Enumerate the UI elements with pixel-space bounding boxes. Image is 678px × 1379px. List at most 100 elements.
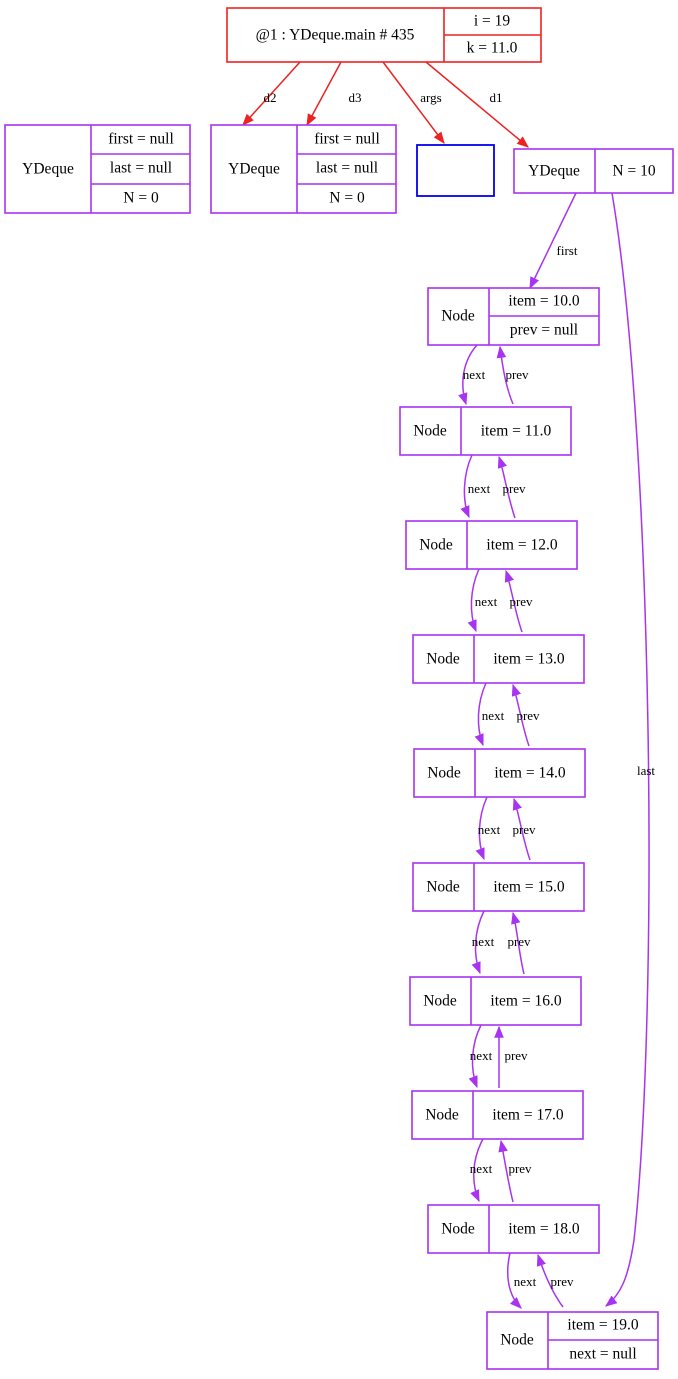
list-node-0-type: Node — [441, 308, 475, 325]
frame-local-k: k = 11.0 — [467, 40, 518, 57]
list-node-6-box — [409, 976, 582, 1026]
list-node-7-item: item = 17.0 — [492, 1107, 563, 1124]
link-7-8-next — [470, 1138, 484, 1203]
list-node-2-item: item = 12.0 — [486, 537, 557, 554]
link-2-3-prev — [504, 569, 523, 633]
args-array-box — [416, 144, 495, 197]
ydeque-empty-2-box — [210, 124, 397, 214]
list-node-4-item: item = 14.0 — [494, 765, 565, 782]
list-node-1[interactable]: Node item = 11.0 — [399, 406, 572, 456]
list-node-9-item: item = 19.0 — [567, 1317, 638, 1334]
edge-first — [529, 192, 577, 290]
edge-label-last: last — [637, 763, 655, 778]
link-6-7-prev-label: prev — [504, 1048, 528, 1063]
list-node-6-type: Node — [423, 993, 457, 1010]
ydeque-empty-2-last: last = null — [316, 160, 378, 177]
list-node-3-box — [412, 634, 585, 684]
list-node-4-box — [413, 748, 586, 798]
link-5-6: next prev — [471, 910, 531, 975]
ydeque-empty-1-type: YDeque — [22, 161, 74, 178]
link-6-7-next — [468, 1024, 482, 1089]
args-array[interactable] — [416, 144, 495, 197]
list-node-8-item: item = 18.0 — [508, 1221, 579, 1238]
ydeque-empty-1-first: first = null — [108, 131, 174, 148]
list-node-2-box — [405, 520, 578, 570]
list-node-3-type: Node — [426, 651, 460, 668]
link-2-3: next prev — [467, 568, 533, 633]
link-5-6-next-label: next — [472, 934, 495, 949]
link-1-2-next — [460, 454, 473, 519]
ydeque-empty-1-last: last = null — [110, 160, 172, 177]
edge-d2 — [242, 61, 301, 126]
link-4-5-next-label: next — [478, 822, 501, 837]
ydeque-main[interactable]: YDeque N = 10 — [513, 148, 674, 194]
link-6-7-next-label: next — [470, 1048, 493, 1063]
list-node-7-type: Node — [425, 1107, 459, 1124]
ydeque-empty-1[interactable]: YDeque first = null last = null N = 0 — [4, 124, 191, 214]
link-4-5-prev-label: prev — [512, 822, 536, 837]
link-6-7: next prev — [468, 1024, 528, 1089]
frame-edges: d2 d3 args d1 — [242, 61, 529, 148]
list-node-3[interactable]: Node item = 13.0 — [412, 634, 585, 684]
link-3-4-next — [474, 682, 487, 747]
ydeque-empty-1-n: N = 0 — [123, 190, 159, 207]
list-node-0[interactable]: Node item = 10.0 prev = null — [427, 287, 600, 346]
ydeque-empty-1-box — [4, 124, 191, 214]
link-4-5-next — [475, 796, 488, 861]
edge-last — [605, 192, 650, 1307]
ydeque-main-box — [513, 148, 674, 194]
link-4-5: next prev — [475, 796, 536, 861]
link-0-1: next prev — [458, 344, 529, 406]
link-8-9: next prev — [507, 1252, 574, 1309]
list-node-6-item: item = 16.0 — [490, 993, 561, 1010]
list-node-8-type: Node — [441, 1221, 475, 1238]
list-node-8[interactable]: Node item = 18.0 — [427, 1204, 600, 1254]
edge-label-d1: d1 — [490, 90, 503, 105]
link-5-6-next — [471, 910, 485, 975]
edge-label-d2: d2 — [264, 90, 277, 105]
link-1-2: next prev — [460, 454, 526, 519]
link-3-4: next prev — [474, 682, 540, 747]
list-node-5-type: Node — [426, 879, 460, 896]
link-8-9-next-label: next — [514, 1274, 537, 1289]
list-node-5[interactable]: Node item = 15.0 — [412, 862, 585, 912]
list-node-8-box — [427, 1204, 600, 1254]
list-node-1-item: item = 11.0 — [481, 423, 552, 440]
list-node-4-type: Node — [427, 765, 461, 782]
edge-label-first: first — [557, 243, 578, 258]
link-8-9-prev — [536, 1253, 564, 1308]
list-node-9-type: Node — [500, 1332, 534, 1349]
link-1-2-prev — [497, 455, 516, 519]
edge-args — [382, 61, 445, 144]
list-node-4[interactable]: Node item = 14.0 — [413, 748, 586, 798]
link-8-9-prev-label: prev — [550, 1274, 574, 1289]
list-node-9-next: next = null — [569, 1346, 636, 1363]
link-2-3-next — [467, 568, 480, 633]
link-0-1-prev — [496, 345, 514, 405]
list-node-0-item: item = 10.0 — [508, 293, 579, 310]
ydeque-empty-2[interactable]: YDeque first = null last = null N = 0 — [210, 124, 397, 214]
ydeque-empty-2-type: YDeque — [228, 161, 280, 178]
link-2-3-prev-label: prev — [509, 594, 533, 609]
link-3-4-next-label: next — [482, 708, 505, 723]
list-node-1-box — [399, 406, 572, 456]
ydeque-empty-2-n: N = 0 — [329, 190, 365, 207]
link-0-1-prev-label: prev — [505, 367, 529, 382]
link-7-8: next prev — [470, 1138, 532, 1203]
list-node-6[interactable]: Node item = 16.0 — [409, 976, 582, 1026]
list-node-5-item: item = 15.0 — [493, 879, 564, 896]
link-0-1-next — [458, 344, 478, 406]
list-node-2[interactable]: Node item = 12.0 — [405, 520, 578, 570]
link-5-6-prev — [511, 911, 525, 975]
stack-frame[interactable]: @1 : YDeque.main # 435 i = 19 k = 11.0 — [226, 7, 542, 63]
list-node-7[interactable]: Node item = 17.0 — [411, 1090, 584, 1140]
edge-d1 — [425, 61, 529, 148]
link-5-6-prev-label: prev — [507, 934, 531, 949]
list-node-2-type: Node — [419, 537, 453, 554]
list-node-5-box — [412, 862, 585, 912]
link-3-4-prev — [511, 683, 530, 747]
list-node-9[interactable]: Node item = 19.0 next = null — [486, 1311, 659, 1370]
list-node-1-type: Node — [413, 423, 447, 440]
list-node-3-item: item = 13.0 — [493, 651, 564, 668]
